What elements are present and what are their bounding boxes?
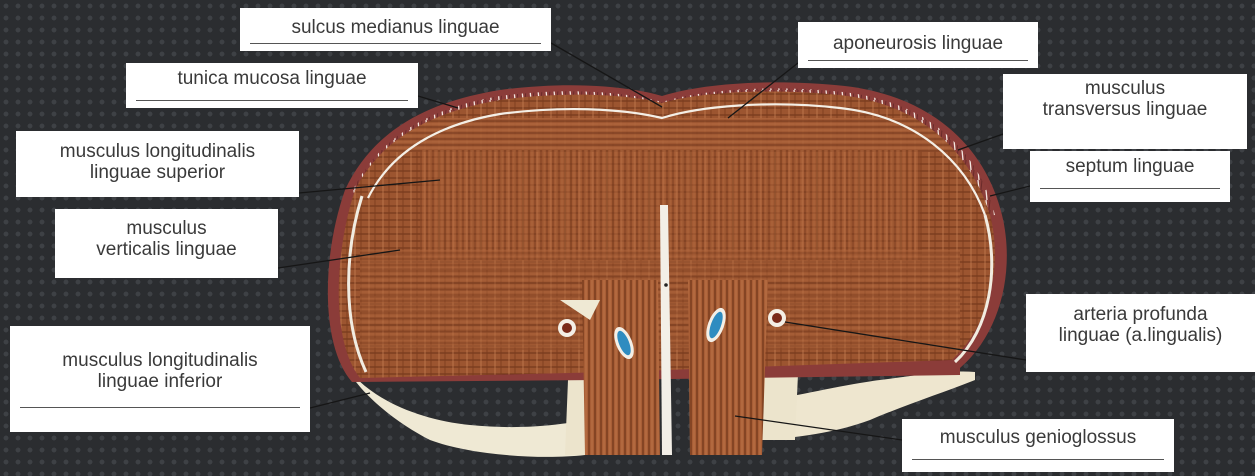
label-arteria-line1: arteria profunda [1026, 304, 1255, 325]
label-longitudinalis-superior-line1: musculus longitudinalis [16, 141, 299, 162]
label-aponeurosis-text: aponeurosis linguae [798, 33, 1038, 54]
label-longitudinalis-superior: musculus longitudinalis linguae superior [16, 131, 299, 197]
label-arteria-line2: linguae (a.lingualis) [1026, 325, 1255, 346]
label-tunica-mucosa: tunica mucosa linguae [126, 63, 418, 108]
label-genioglossus-text: musculus genioglossus [902, 427, 1174, 448]
label-sulcus-medianus-text: sulcus medianus linguae [240, 17, 551, 38]
leader-transversus [958, 134, 1003, 150]
leader-long-inf [310, 393, 370, 408]
label-tunica-mucosa-text: tunica mucosa linguae [126, 68, 418, 89]
label-arteria-profunda: arteria profunda linguae (a.lingualis) [1026, 294, 1255, 372]
label-sulcus-medianus: sulcus medianus linguae [240, 8, 551, 51]
label-genioglossus: musculus genioglossus [902, 419, 1174, 472]
label-transversus-line1: musculus [1003, 78, 1247, 99]
label-septum-text: septum linguae [1030, 156, 1230, 177]
label-verticalis-line1: musculus [55, 218, 278, 239]
label-transversus-line2: transversus linguae [1003, 99, 1247, 120]
label-longitudinalis-inferior-line1: musculus longitudinalis [10, 350, 310, 371]
label-transversus: musculus transversus linguae [1003, 74, 1247, 149]
label-septum: septum linguae [1030, 151, 1230, 202]
label-longitudinalis-inferior-line2: linguae inferior [10, 371, 310, 392]
label-verticalis: musculus verticalis linguae [55, 209, 278, 278]
label-longitudinalis-inferior: musculus longitudinalis linguae inferior [10, 326, 310, 432]
label-verticalis-line2: verticalis linguae [55, 239, 278, 260]
septum-dot [664, 283, 668, 287]
leader-septum [990, 186, 1030, 196]
label-aponeurosis: aponeurosis linguae [798, 22, 1038, 68]
label-longitudinalis-superior-line2: linguae superior [16, 162, 299, 183]
